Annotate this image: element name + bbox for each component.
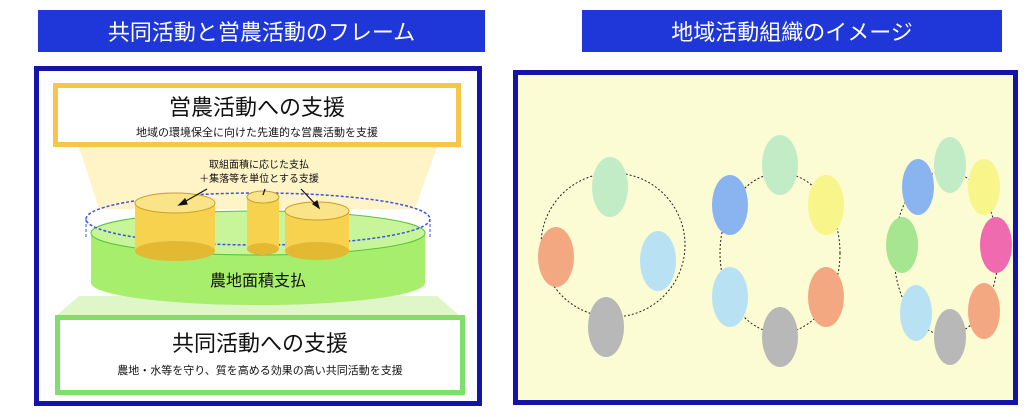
member-node <box>762 135 798 195</box>
framework-panel: 営農活動への支援 地域の環境保全に向けた先進的な営農活動を支援 取組面積に応じた… <box>34 66 482 406</box>
org-group-3 <box>886 137 1012 365</box>
cylinder-middle <box>246 190 280 255</box>
member-node <box>762 307 798 367</box>
member-node <box>712 175 748 235</box>
member-node <box>808 267 844 327</box>
area-payment-line2: ＋集落等を単位とする支援 <box>199 174 319 185</box>
farming-support-title: 営農活動への支援 <box>168 96 345 121</box>
organization-illustration <box>538 135 1012 367</box>
right-header: 地域活動組織のイメージ <box>582 10 1002 52</box>
organization-panel <box>513 70 1018 405</box>
member-node <box>886 217 918 273</box>
joint-activity-title: 共同活動への支援 <box>171 332 348 357</box>
left-header: 共同活動と営農活動のフレーム <box>38 10 485 52</box>
member-node <box>592 157 628 217</box>
base-label: 農地面積支払 <box>209 271 306 290</box>
member-node <box>900 285 932 341</box>
member-node <box>588 297 624 357</box>
area-payment-label: 取組面積に応じた支払 ＋集落等を単位とする支援 <box>159 159 359 187</box>
member-node <box>968 283 1000 339</box>
member-node <box>808 175 844 235</box>
member-node <box>640 231 676 291</box>
base-beam <box>57 296 459 315</box>
joint-activity-subtitle: 農地・水等を守り、質を高める効果の高い共同活動を支援 <box>117 364 403 377</box>
member-node <box>980 217 1012 273</box>
member-node <box>968 159 1000 215</box>
joint-activity-box: 共同活動への支援 農地・水等を守り、質を高める効果の高い共同活動を支援 <box>55 315 465 395</box>
org-group-1 <box>538 157 686 357</box>
base-cylinder-bottom <box>91 261 425 305</box>
member-node <box>934 309 966 365</box>
member-node <box>902 159 934 215</box>
org-group-2 <box>712 135 844 367</box>
farming-support-box: 営農活動への支援 地域の環境保全に向けた先進的な営農活動を支援 <box>53 83 461 147</box>
farming-support-subtitle: 地域の環境保全に向けた先進的な営農活動を支援 <box>136 126 378 139</box>
area-payment-line1: 取組面積に応じた支払 <box>209 160 309 171</box>
member-node <box>712 267 748 327</box>
cylinder-left <box>134 192 216 261</box>
member-node <box>934 137 966 193</box>
member-node <box>538 227 574 287</box>
cylinder-right <box>284 201 350 260</box>
arrows <box>177 188 321 210</box>
framework-illustration <box>57 147 459 315</box>
